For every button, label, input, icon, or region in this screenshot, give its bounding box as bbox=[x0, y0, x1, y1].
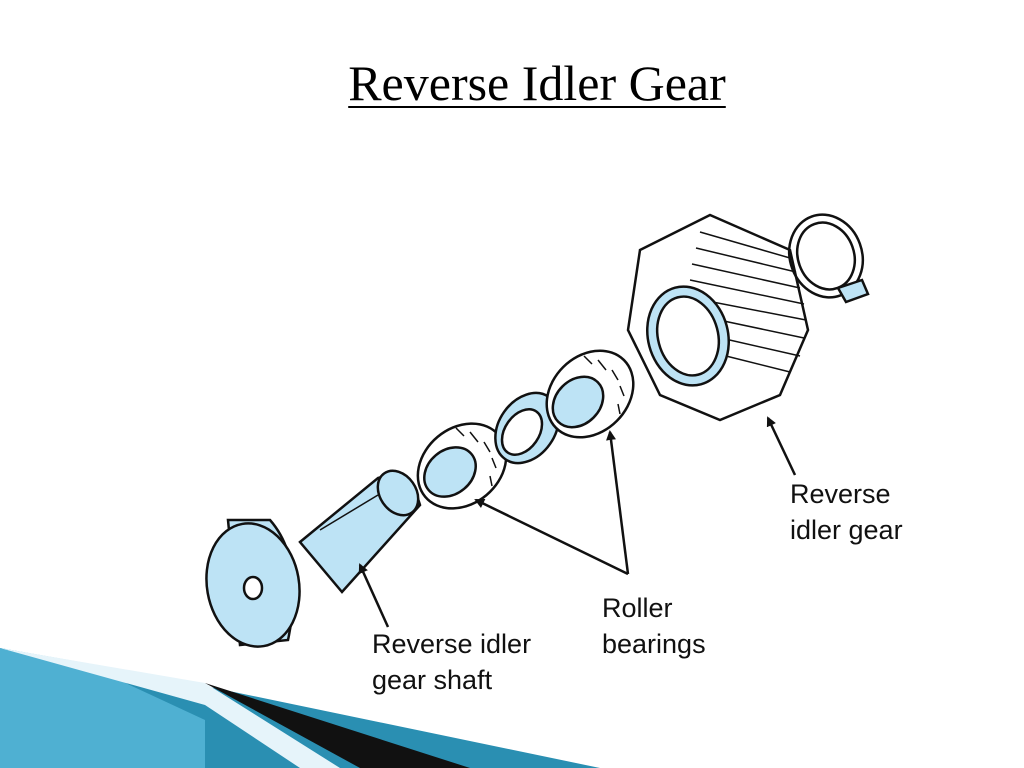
arrow-shaft bbox=[358, 563, 390, 628]
arrow-bearing-2 bbox=[606, 430, 630, 575]
label-gear-shaft: Reverse idler gear shaft bbox=[372, 629, 532, 695]
reverse-idler-gear bbox=[626, 213, 810, 422]
snap-ring bbox=[787, 213, 870, 304]
label-reverse-idler-gear: Reverse idler gear bbox=[790, 479, 903, 545]
arrow-bearing-1 bbox=[474, 498, 629, 576]
arrow-gear bbox=[766, 416, 797, 476]
roller-bearing-2 bbox=[545, 349, 635, 439]
roller-bearing-1 bbox=[416, 422, 508, 510]
label-roller-bearings: Roller bearings bbox=[602, 593, 706, 659]
slide-title: Reverse Idler Gear bbox=[348, 55, 726, 111]
gear-shaft bbox=[205, 469, 422, 648]
spacer-ring bbox=[494, 391, 560, 465]
